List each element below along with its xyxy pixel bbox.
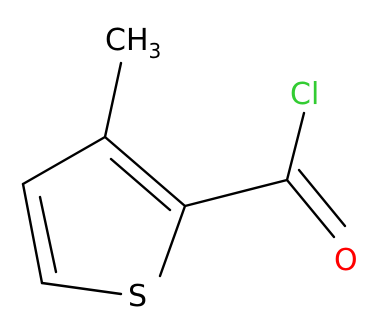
bond-c3-c2-inner [109,157,172,212]
bond-c3-c4 [21,135,107,186]
bond-c4-c5-inner [38,195,58,274]
bond-s-c2 [158,204,187,278]
bond-carbonyl-o-1 [285,178,336,239]
bond-c3-methyl [103,61,123,139]
chlorine-label: Cl [290,77,319,112]
sulfur-label: S [128,279,147,314]
bond-c2-carbonyl [183,178,289,208]
bond-c5-s [40,281,123,296]
methyl-label: CH3 [105,23,161,63]
oxygen-label: O [334,243,358,278]
bond-c3-c2 [103,135,187,208]
bond-c4-c5 [21,182,44,285]
atom-labels: CH3 Cl O S [105,23,358,314]
bonds [21,61,347,296]
bond-carbonyl-o-2 [297,168,347,228]
bond-carbonyl-cl [285,111,306,182]
